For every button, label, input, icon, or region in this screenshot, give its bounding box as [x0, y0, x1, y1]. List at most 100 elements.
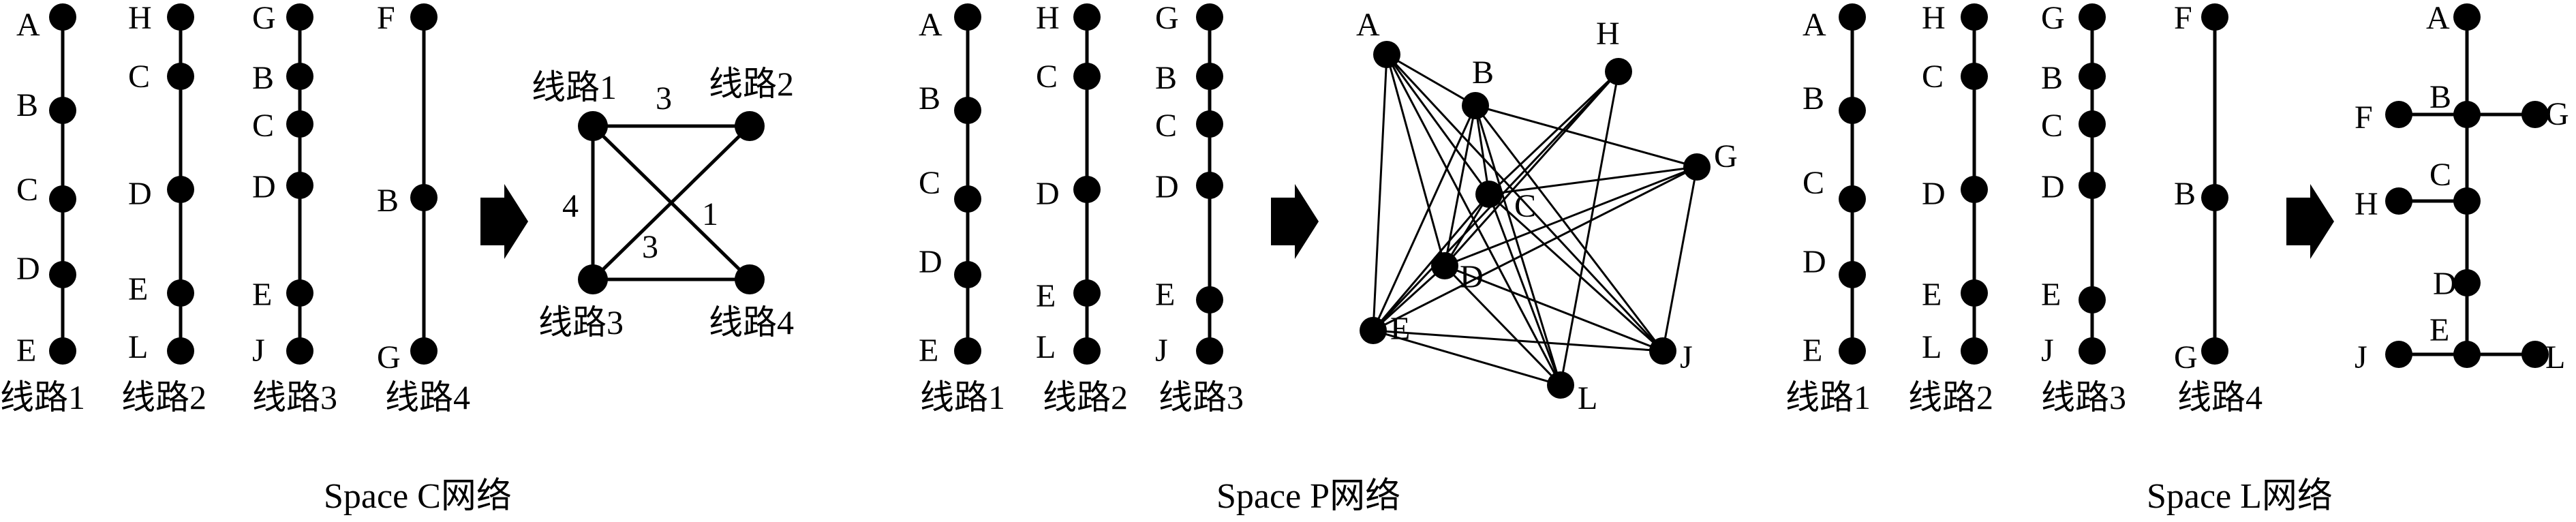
graph-node-label: B [2429, 79, 2451, 115]
graph-edge [1444, 166, 1698, 267]
stop-label: D [1155, 169, 1179, 205]
route-name: 线路3 [2041, 378, 2126, 416]
node-h [1605, 58, 1632, 85]
panel-space-c: A B C D E 线路1 H C D E L 线路2 [0, 0, 794, 516]
graph-edge [1372, 54, 1388, 331]
route-name: 线路1 [0, 378, 85, 416]
graph-node-label: 线路3 [538, 303, 624, 341]
route-name: 线路2 [121, 378, 206, 416]
space-p-graph: A B C D E G H J L [1356, 7, 1738, 416]
caption-space-c: Space C网络 [324, 477, 512, 516]
node-e [1360, 317, 1387, 344]
graph-edge [1373, 329, 1663, 352]
route-4-line: F B G 线路4 [2174, 0, 2263, 416]
node-j [2385, 341, 2412, 368]
node-c [1196, 110, 1223, 138]
graph-edge [1474, 105, 1490, 195]
graph-edge [1474, 105, 1562, 386]
stop-label: D [128, 176, 152, 212]
node-d [1073, 176, 1101, 203]
graph-node-label: H [1596, 16, 1620, 52]
graph-node-label: B [1472, 55, 1494, 91]
stop-label: A [919, 7, 942, 43]
stop-label: E [252, 277, 272, 313]
graph-node-label: E [2429, 312, 2449, 348]
graph-edge [1443, 264, 1562, 386]
stop-label: D [1922, 176, 1946, 212]
stop-label: E [2041, 277, 2061, 313]
node-b [1839, 97, 1866, 124]
stop-label: C [1036, 59, 1058, 95]
node-a [49, 3, 76, 31]
stop-label: C [1803, 165, 1824, 201]
stop-label: E [919, 333, 938, 369]
node-b [1196, 63, 1223, 90]
graph-node-label: C [2429, 157, 2451, 193]
graph-edge [1661, 166, 1698, 352]
node-d [1431, 252, 1458, 279]
stop-label: J [2041, 333, 2054, 369]
node-j [1196, 337, 1223, 365]
route-name: 线路1 [1785, 378, 1871, 416]
graph-edge [1385, 54, 1446, 266]
node-l [1547, 371, 1574, 399]
stop-label: E [1155, 277, 1175, 313]
graph-node-label: L [2545, 339, 2565, 375]
graph-node-label: A [2426, 0, 2450, 36]
route-name: 线路3 [1159, 378, 1244, 416]
node-e [2453, 341, 2481, 368]
node-a [2453, 3, 2481, 31]
graph-node-label: 线路4 [709, 303, 794, 341]
arrow-right-icon [1271, 184, 1319, 259]
node-l [1961, 337, 1988, 365]
node-e [1839, 337, 1866, 365]
graph-edge [1488, 70, 1620, 196]
graph-node-label: H [2355, 186, 2378, 222]
stop-label: B [377, 183, 399, 219]
node-b [410, 184, 438, 211]
node-j [1649, 337, 1676, 365]
graph-edge [1443, 70, 1620, 267]
node-d [1196, 172, 1223, 199]
node-c [167, 63, 194, 90]
route-name: 线路4 [2177, 378, 2263, 416]
graph-edge [1372, 105, 1477, 331]
node-c [1475, 181, 1503, 208]
node-c [1961, 63, 1988, 90]
node-g [286, 3, 313, 31]
stop-label: L [128, 329, 148, 365]
graph-edge [1475, 104, 1698, 168]
stop-label: B [919, 80, 940, 117]
node-d [1961, 176, 1988, 203]
node-b [954, 97, 981, 124]
node-b [286, 63, 313, 90]
stop-label: J [252, 333, 265, 369]
node-c [49, 185, 76, 213]
node-h [167, 3, 194, 31]
node-route-1 [578, 111, 608, 141]
graph-edge [1488, 166, 1698, 196]
stop-label: B [1803, 80, 1824, 117]
route-3-line: G B C D E J 线路3 [2041, 0, 2126, 416]
route-3-line: G B C D E J 线路3 [252, 0, 337, 416]
node-g [2079, 3, 2106, 31]
node-a [1839, 3, 1866, 31]
stop-label: L [1922, 329, 1942, 365]
graph-edge [1385, 53, 1664, 352]
route-4-line: F B G 线路4 [377, 0, 470, 416]
stop-label: H [128, 0, 152, 36]
route-3-line: G B C D E J 线路3 [1155, 0, 1244, 416]
node-h [1961, 3, 1988, 31]
stop-label: B [252, 60, 274, 96]
node-e [1961, 279, 1988, 307]
node-route-4 [735, 264, 765, 294]
route-name: 线路3 [252, 378, 337, 416]
stop-label: H [1922, 0, 1946, 36]
node-d [286, 172, 313, 199]
graph-edge [1488, 194, 1562, 386]
edge-weight: 3 [656, 80, 672, 117]
node-c [1839, 185, 1866, 213]
node-b [49, 97, 76, 124]
graph-edge [1373, 166, 1698, 332]
